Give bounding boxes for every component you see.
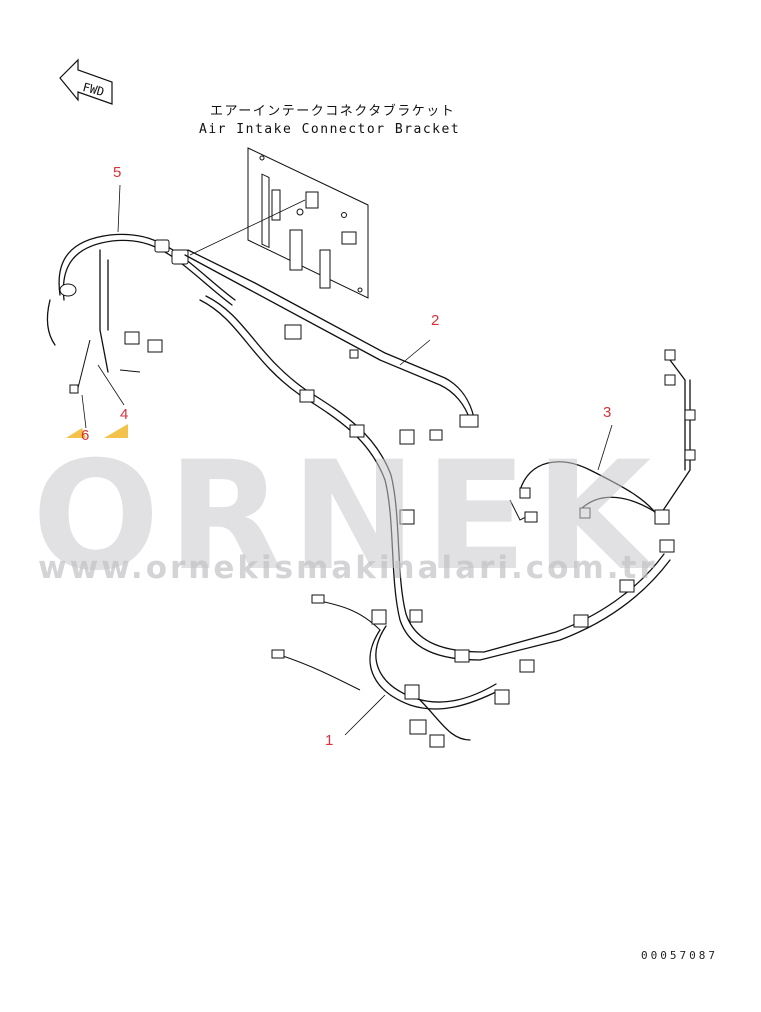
- document-number: 00057087: [641, 949, 718, 962]
- watermark-logo: ORNEK: [32, 430, 659, 604]
- callout-2: 2: [431, 312, 439, 329]
- bracket-caption-en: Air Intake Connector Bracket: [199, 122, 460, 137]
- callout-3: 3: [603, 404, 611, 421]
- harness-5: [46, 233, 236, 394]
- harness-2: [184, 249, 479, 428]
- harness-3: [509, 349, 696, 553]
- watermark-url: www.ornekismakinalari.com.tr: [38, 550, 658, 586]
- fwd-label: FWD: [81, 80, 106, 99]
- callout-4: 4: [120, 406, 128, 423]
- callout-5: 5: [113, 164, 121, 181]
- harness-1: [199, 295, 671, 748]
- fwd-arrow-icon: FWD: [59, 58, 113, 105]
- callout-1: 1: [325, 732, 333, 749]
- connector-bracket: [247, 147, 369, 299]
- bracket-caption-jp: エアーインテークコネクタブラケット: [210, 103, 455, 119]
- callout-6: 6: [81, 427, 89, 444]
